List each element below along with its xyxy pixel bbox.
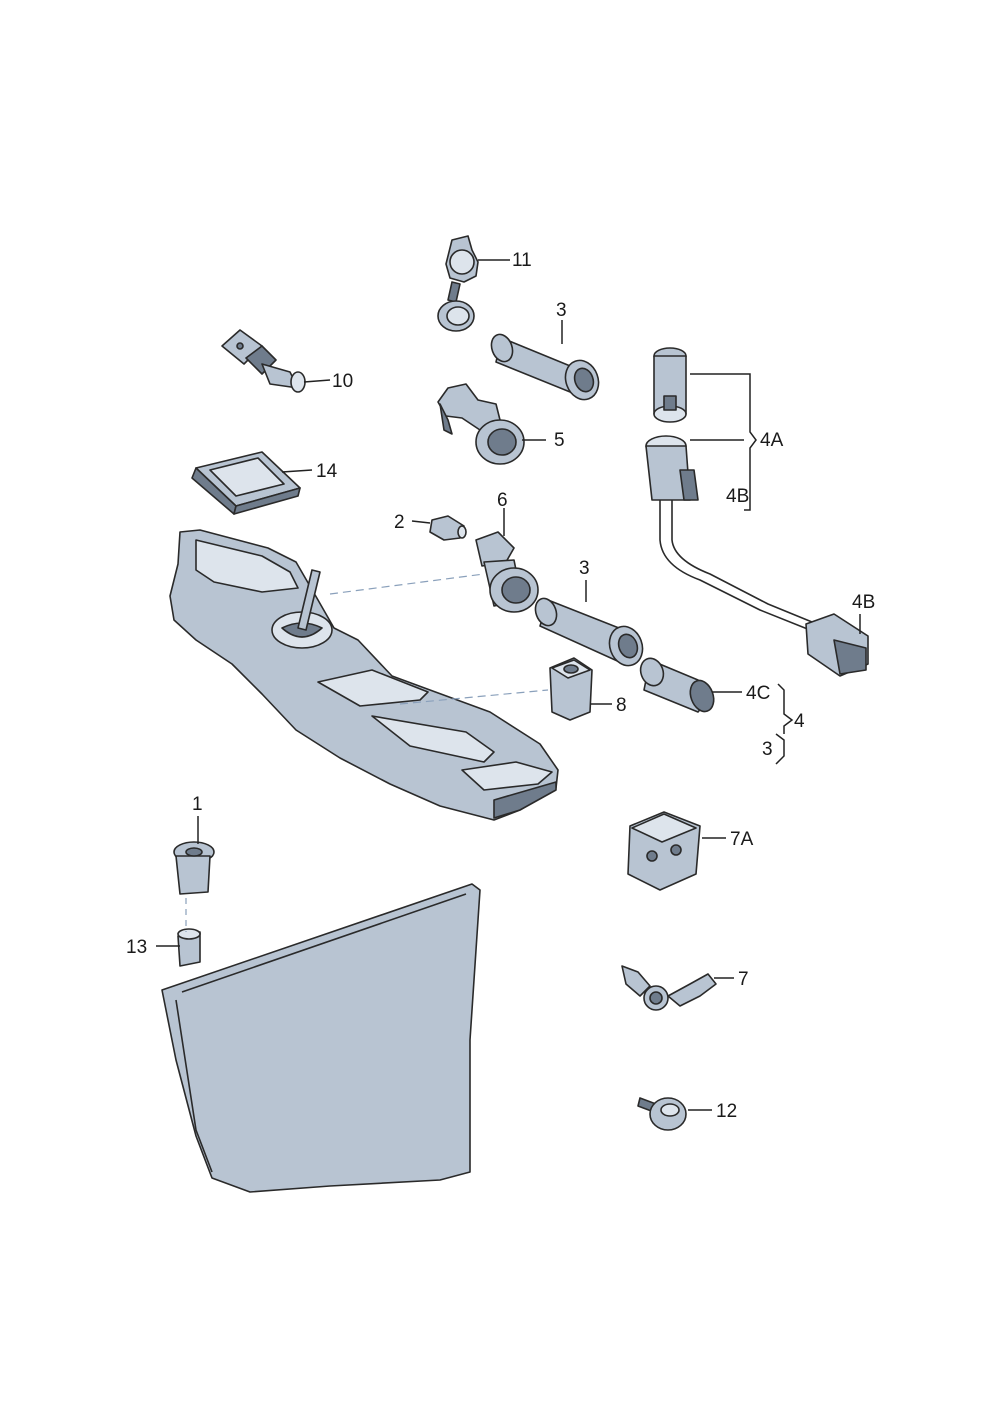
callout-4b-top: 4B: [726, 486, 749, 507]
callout-4: 4: [794, 711, 805, 732]
part-2-bulb: [429, 515, 467, 541]
callout-12: 12: [716, 1101, 737, 1122]
callout-2: 2: [394, 512, 405, 533]
part-4c-lighter-element: [639, 657, 715, 713]
callout-10: 10: [332, 371, 353, 392]
callout-4b: 4B: [852, 592, 875, 613]
part-7a-bracket: [627, 811, 701, 891]
part-12-bolt: [637, 1097, 687, 1131]
part-7-switch: [621, 965, 717, 1011]
callout-3-bottom: 3: [762, 739, 773, 760]
part-4b-socket-with-harness: [645, 435, 869, 677]
part-4a-lighter-assembly: [653, 347, 687, 423]
callout-11: 11: [512, 250, 532, 271]
part-8-socket-insert: [549, 657, 593, 721]
callout-13: 13: [126, 937, 147, 958]
part-11-cap-with-strap: [437, 235, 479, 332]
callout-4c: 4C: [746, 683, 770, 704]
callout-1: 1: [192, 794, 203, 815]
part-1-socket: [173, 841, 215, 895]
callout-5: 5: [554, 430, 565, 451]
callout-8: 8: [616, 695, 627, 716]
part-3-socket-sleeve-middle: [534, 597, 644, 667]
part-10-bulb-holder: [221, 329, 306, 393]
part-14-control-module: [191, 451, 301, 515]
callout-3-top: 3: [556, 300, 567, 321]
callout-4a: 4A: [760, 430, 784, 451]
part-13-sleeve: [177, 928, 201, 967]
part-3-socket-sleeve-top: [490, 333, 600, 401]
center-console: [169, 529, 559, 821]
callout-3-middle: 3: [579, 558, 590, 579]
trim-panel: [161, 883, 481, 1193]
callout-7a: 7A: [730, 829, 754, 850]
part-6-socket-housing: [475, 531, 539, 613]
callout-14: 14: [316, 461, 338, 482]
callout-7: 7: [738, 969, 749, 990]
part-5-socket-holder: [437, 383, 525, 465]
callout-6: 6: [497, 490, 508, 511]
